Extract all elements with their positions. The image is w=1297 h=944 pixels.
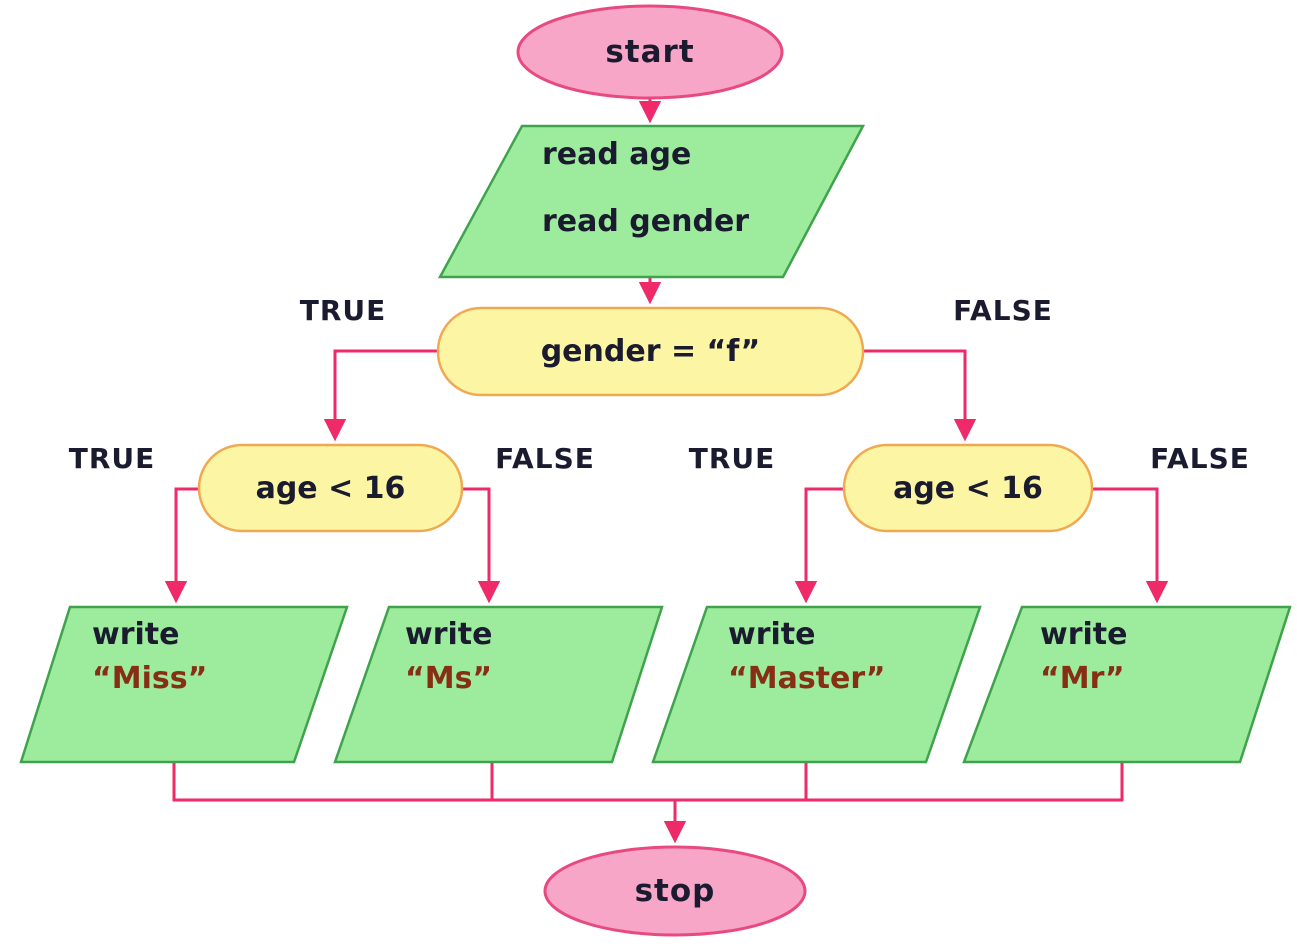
write-keyword: write <box>1040 617 1128 652</box>
read-io-shape <box>437 124 866 279</box>
age-decision-right-label: age < 16 <box>893 470 1043 506</box>
gender-decision-label: gender = “f” <box>540 334 761 369</box>
gender-true-branch-label: TRUE <box>299 294 387 327</box>
edge-merge-rail <box>172 762 1124 802</box>
write-keyword: write <box>405 617 493 652</box>
stop-terminator-shape <box>543 845 807 937</box>
age-decision-left-shape <box>197 443 464 533</box>
start-label: start <box>605 33 695 70</box>
write-keyword: write <box>92 617 180 652</box>
write-master-label: write “Master” <box>728 618 885 706</box>
write-ms-io-shape <box>333 605 664 764</box>
gender-decision-shape <box>436 306 865 397</box>
read-age-line: read age <box>542 137 692 172</box>
edge-gender-true <box>323 349 438 442</box>
write-keyword: write <box>728 617 816 652</box>
edge-ageright-false <box>1092 487 1169 604</box>
connector-group <box>164 98 1169 844</box>
write-mr-io-shape <box>962 605 1292 764</box>
read-gender-line: read gender <box>542 204 750 239</box>
write-master-io-shape <box>651 605 982 764</box>
start-terminator-shape <box>516 4 784 100</box>
master-string: “Master” <box>728 661 886 696</box>
write-mr-label: write “Mr” <box>1040 618 1127 706</box>
stop-label: stop <box>634 872 716 909</box>
write-miss-label: write “Miss” <box>92 618 207 706</box>
age-decision-left-label: age < 16 <box>255 470 406 506</box>
edge-ageleft-false <box>462 487 501 604</box>
age-decision-right-shape <box>842 443 1094 533</box>
mr-string: “Mr” <box>1040 661 1125 696</box>
edge-gender-false <box>863 349 977 442</box>
edge-ageright-true <box>794 487 844 604</box>
age-left-false-branch-label: FALSE <box>495 442 595 475</box>
write-miss-io-shape <box>19 605 349 764</box>
miss-string: “Miss” <box>92 661 208 696</box>
age-left-true-branch-label: TRUE <box>68 442 156 475</box>
write-ms-label: write “Ms” <box>405 618 492 706</box>
read-io-label: read age read gender <box>542 138 749 249</box>
age-right-true-branch-label: TRUE <box>688 442 776 475</box>
edge-ageleft-true <box>164 487 199 604</box>
gender-false-branch-label: FALSE <box>953 294 1053 327</box>
ms-string: “Ms” <box>405 661 493 696</box>
age-right-false-branch-label: FALSE <box>1150 442 1250 475</box>
